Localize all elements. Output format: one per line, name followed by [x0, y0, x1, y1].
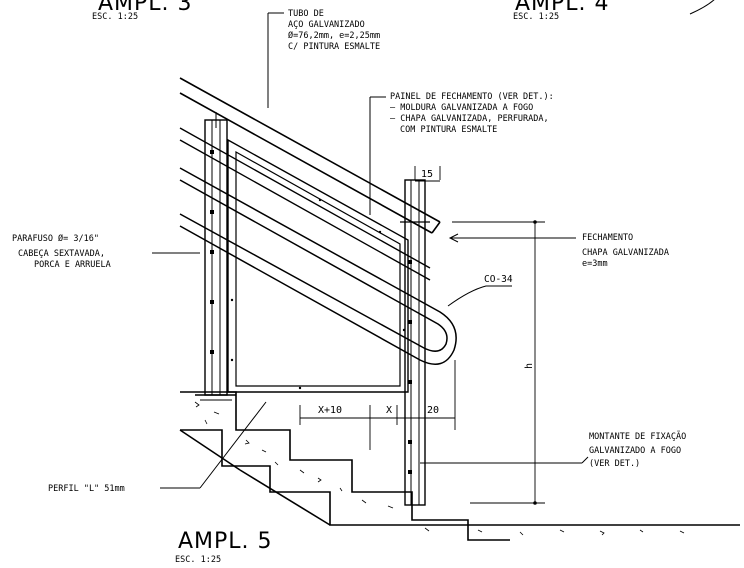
callout-screw: PARAFUSO Ø= 3/16" CABEÇA SEXTAVADA, PORC… — [12, 233, 200, 270]
stair-steps — [179, 391, 740, 541]
closure-note-line-2: CHAPA GALVANIZADA — [582, 248, 669, 258]
detail-title-ampl-3: AMPL. 3 — [98, 0, 193, 16]
post-note-line-3: (VER DET.) — [589, 459, 640, 469]
tube-note-line-2: AÇO GALVANIZADO — [288, 20, 365, 30]
dimension-label-x: X — [386, 405, 392, 416]
panel-note-line-4: COM PINTURA ESMALTE — [400, 125, 497, 135]
detail-scale-ampl-5: ESC. 1:25 — [175, 555, 221, 565]
dimension-label-20: 20 — [427, 405, 439, 416]
post-note-line-2: GALVANIZADO A FOGO — [589, 446, 681, 456]
dimension-bottom-row: X+10 X 20 — [299, 360, 456, 450]
dimension-top-15: 15 — [414, 166, 441, 182]
callout-co-34: CO-34 — [447, 274, 513, 307]
callout-tube: TUBO DE AÇO GALVANIZADO Ø=76,2mm, e=2,25… — [267, 9, 380, 108]
closure-panel — [227, 138, 409, 393]
top-right-arc — [689, 0, 715, 15]
dimension-label-h: h — [524, 363, 535, 369]
detail-title-ampl-5: AMPL. 5 — [178, 529, 273, 554]
screw-note-line-2: CABEÇA SEXTAVADA, — [18, 249, 105, 259]
dimension-label-15: 15 — [421, 169, 433, 180]
co-34-label: CO-34 — [484, 274, 513, 285]
detail-title-ampl-4: AMPL. 4 — [515, 0, 610, 16]
profile-note: PERFIL "L" 51mm — [48, 484, 125, 494]
tube-note-line-4: C/ PINTURA ESMALTE — [288, 42, 380, 52]
callout-post: MONTANTE DE FIXAÇÃO GALVANIZADO A FOGO (… — [420, 431, 686, 469]
panel-note-line-3: – CHAPA GALVANIZADA, PERFURADA, — [390, 114, 549, 124]
tube-note-line-1: TUBO DE — [288, 9, 324, 19]
closure-note-line-1: FECHAMENTO — [582, 233, 633, 243]
screw-note-line-3: PORCA E ARRUELA — [34, 260, 111, 270]
detail-scale-ampl-3: ESC. 1:25 — [92, 12, 138, 22]
panel-note-line-1: PAINEL DE FECHAMENTO (VER DET.): — [390, 92, 554, 102]
detail-scale-ampl-4: ESC. 1:25 — [513, 12, 559, 22]
left-mounting-post — [195, 112, 236, 401]
upper-handrail-tube — [179, 77, 441, 234]
dimension-label-x-plus-10: X+10 — [318, 405, 342, 416]
post-note-line-1: MONTANTE DE FIXAÇÃO — [589, 431, 686, 442]
lower-handrail-u-tube — [179, 167, 457, 365]
callout-closure-sheet: FECHAMENTO CHAPA GALVANIZADA e=3mm — [448, 233, 669, 269]
callout-panel: PAINEL DE FECHAMENTO (VER DET.): – MOLDU… — [369, 92, 554, 215]
panel-note-line-2: – MOLDURA GALVANIZADA A FOGO — [390, 103, 533, 113]
closure-note-line-3: e=3mm — [582, 259, 608, 269]
dimension-h: h — [452, 220, 545, 505]
middle-frame-rail — [179, 127, 431, 281]
screw-note-line-1: PARAFUSO Ø= 3/16" — [12, 233, 99, 244]
tube-note-line-3: Ø=76,2mm, e=2,25mm — [288, 30, 380, 41]
callout-profile: PERFIL "L" 51mm — [48, 401, 267, 494]
